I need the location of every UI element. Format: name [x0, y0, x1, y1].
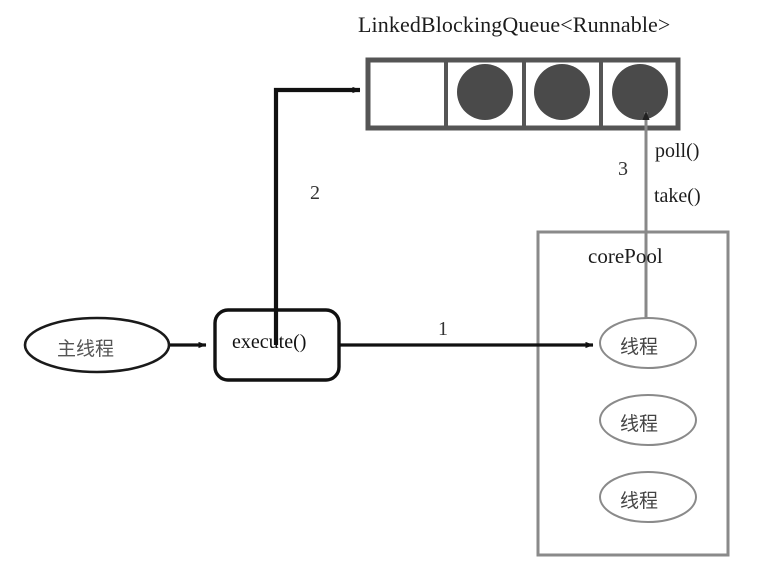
core-pool-label: corePool [588, 244, 663, 268]
queue-container [365, 57, 681, 131]
queue-task-circle [534, 64, 590, 120]
main-thread-ellipse [23, 316, 171, 374]
execute-node-label: execute() [232, 331, 307, 353]
edge-label-1: 1 [438, 318, 448, 340]
edge-label-2: 2 [310, 182, 320, 204]
thread-label: 线程 [620, 336, 659, 358]
core-pool-threads [599, 317, 697, 523]
edge-execute-to-queue-line [273, 86, 361, 345]
main-thread-label: 主线程 [57, 338, 115, 360]
thread-ellipse [599, 317, 697, 369]
thread-label: 线程 [620, 490, 659, 512]
poll-annotation: poll() [655, 140, 700, 162]
thread-ellipse [599, 471, 697, 523]
edge-label-3: 3 [618, 158, 628, 180]
thread-label: 线程 [620, 413, 659, 435]
thread-ellipse [599, 394, 697, 446]
queue-task-circle [612, 64, 668, 120]
queue-task-circle [457, 64, 513, 120]
take-annotation: take() [654, 185, 701, 207]
queue-title: LinkedBlockingQueue<Runnable> [358, 12, 671, 37]
